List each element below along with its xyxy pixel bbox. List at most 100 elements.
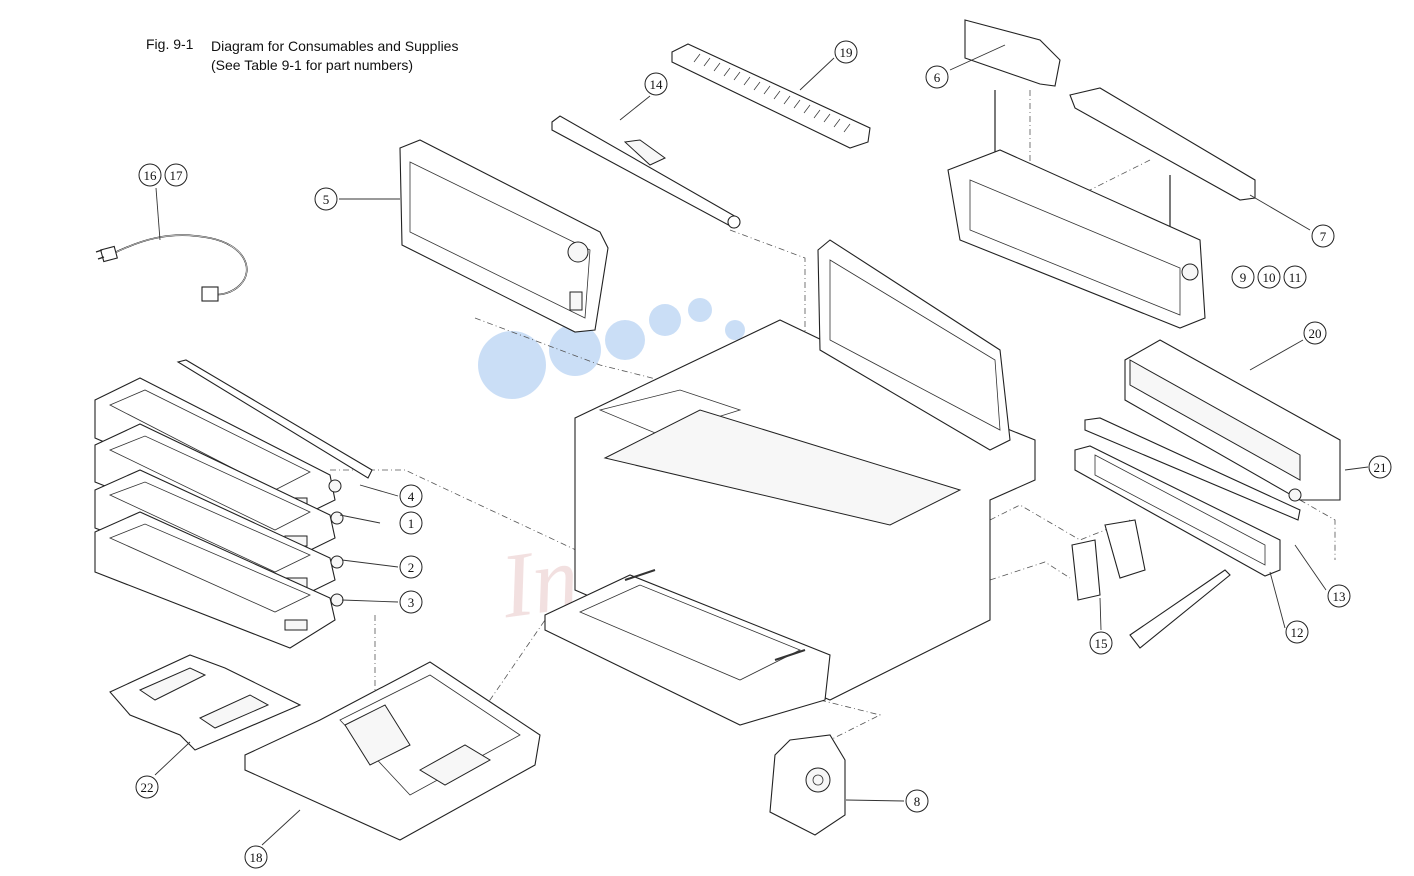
callout-12: 12: [1269, 571, 1309, 644]
exit-rail: [1084, 417, 1301, 521]
leader-lines: [330, 90, 1336, 741]
roller-bracket: [623, 139, 666, 166]
filter-cover: [1104, 519, 1146, 579]
callout-number: 8: [914, 794, 921, 809]
figure-label: Fig. 9-1: [146, 36, 194, 52]
callout-ring: [399, 511, 423, 535]
leader-line: [729, 229, 806, 420]
extension-plate: [109, 654, 302, 751]
filter-frame: [1071, 539, 1101, 601]
callout-9: 9: [1231, 265, 1255, 289]
cassette-floor: [339, 674, 521, 796]
callout-ring: [164, 163, 188, 187]
waste-box-port: [805, 767, 831, 793]
callout-number: 14: [650, 77, 664, 92]
waste-box-port-inner: [812, 774, 824, 786]
callout-number: 18: [250, 850, 263, 865]
toner-top-panel: [108, 523, 311, 613]
callout-ring: [834, 40, 858, 64]
callout-4: 4: [359, 484, 423, 508]
callout-number: 4: [408, 489, 415, 504]
printer-top-cover: [603, 409, 962, 526]
callout-leader: [341, 559, 399, 568]
callout-number: 3: [408, 595, 415, 610]
lid-inner: [829, 259, 1001, 431]
exit-roller-bar: [1129, 359, 1301, 481]
callout-number: 1: [408, 516, 415, 531]
exit-gear: [1288, 488, 1302, 502]
callout-10: 10: [1257, 265, 1281, 289]
toner-body: [94, 511, 336, 649]
callout-ring: [1285, 620, 1309, 644]
part-8-waste-box: [769, 734, 846, 836]
callout-6: 6: [925, 44, 1006, 89]
watermark-dot: [605, 320, 645, 360]
bracket-arm: [1129, 569, 1231, 649]
toner-latch: [284, 619, 308, 631]
roller-shaft: [551, 115, 739, 229]
watermark-dot: [688, 298, 712, 322]
callout-ring: [244, 845, 268, 869]
part-14-transfer-roller: [551, 115, 741, 229]
figure-title-note: (See Table 9-1 for part numbers): [211, 57, 414, 73]
cord-cable: [109, 234, 248, 296]
callout-leader: [1269, 571, 1286, 629]
callout-ring: [399, 484, 423, 508]
callout-number: 13: [1333, 589, 1346, 604]
callout-number: 7: [1320, 229, 1327, 244]
callout-11: 11: [1283, 265, 1307, 289]
toner-top-panel: [109, 435, 311, 531]
callout-ring: [135, 775, 159, 799]
cartridge-handle: [569, 291, 583, 311]
callout-number: 21: [1374, 460, 1387, 475]
toner-body: [94, 377, 336, 523]
front-tray-inner: [579, 584, 801, 681]
callout-16: 16: [138, 163, 162, 241]
extension-guide: [198, 694, 270, 729]
fuser-knob: [1181, 263, 1199, 281]
leader-line: [1299, 499, 1336, 560]
callout-ring: [1283, 265, 1307, 289]
callout-ring: [905, 789, 929, 813]
watermark-dot: [549, 324, 601, 376]
fuser-panel: [969, 179, 1181, 316]
callout-leader: [1249, 194, 1311, 231]
toner-knob: [330, 555, 344, 569]
callout-ring: [1303, 321, 1327, 345]
callout-number: 5: [323, 192, 330, 207]
callout-14: 14: [619, 72, 668, 121]
part-20-21-exit-assembly: [1084, 339, 1341, 521]
toner-body: [94, 423, 336, 561]
roller-gear: [727, 215, 741, 229]
part-6-fuser-cover: [964, 19, 1061, 87]
callout-number: 22: [141, 780, 154, 795]
callout-number: 12: [1291, 625, 1304, 640]
grate-body: [671, 43, 871, 149]
callout-leader: [799, 57, 835, 91]
callout-17: 17: [164, 163, 188, 187]
toner-cartridge-3: [94, 511, 344, 649]
toner-top-panel: [109, 389, 311, 491]
callout-leader: [261, 809, 301, 846]
part-18-paper-cassette: [244, 661, 541, 841]
printer-main-body: [544, 239, 1036, 726]
callout-leader: [1294, 544, 1327, 591]
callout-ring: [399, 555, 423, 579]
grate-slots: [693, 53, 851, 133]
toner-knob: [330, 511, 344, 525]
callout-leader: [1344, 466, 1369, 471]
callout-22: 22: [135, 741, 191, 799]
callout-ring: [1257, 265, 1281, 289]
callout-ring: [314, 187, 338, 211]
callout-ring: [925, 65, 949, 89]
callout-number: 9: [1240, 270, 1247, 285]
toner-body: [94, 469, 336, 603]
callout-number: 17: [170, 168, 184, 183]
callout-leader: [1099, 597, 1102, 631]
toner-cartridge-stack: [94, 359, 373, 649]
callout-20: 20: [1249, 321, 1327, 371]
plug-prong: [95, 249, 103, 253]
callout-leader: [154, 741, 191, 776]
